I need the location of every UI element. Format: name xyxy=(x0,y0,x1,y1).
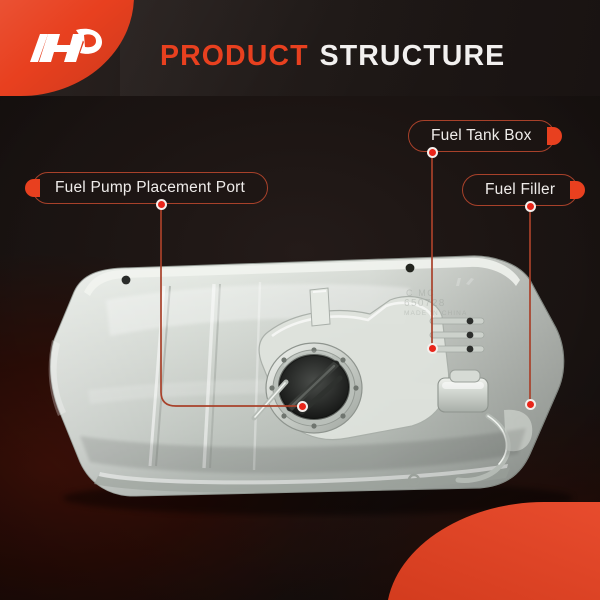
svg-text:650728: 650728 xyxy=(404,298,446,309)
ap-logo-icon xyxy=(24,22,110,74)
callout-fuel-tank-box[interactable]: Fuel Tank Box xyxy=(408,120,562,152)
svg-text:MADE IN CHINA: MADE IN CHINA xyxy=(404,310,467,317)
svg-text:C MC: C MC xyxy=(406,288,435,298)
callout-fuel-pump-placement-port[interactable]: Fuel Pump Placement Port xyxy=(25,172,269,204)
header-bar: PRODUCT STRUCTURE xyxy=(0,0,600,96)
marker-fuel-pump-port xyxy=(297,401,308,412)
callout-node-fuel-tank-box xyxy=(427,147,438,158)
callout-node-fuel-filler xyxy=(525,201,536,212)
header-sheen xyxy=(120,0,600,96)
marker-fuel-filler xyxy=(525,399,536,410)
callout-label-fuel-tank-box: Fuel Tank Box xyxy=(431,127,532,144)
callout-arrow-tab-left xyxy=(25,179,40,197)
title-product: PRODUCT xyxy=(160,39,309,72)
callout-arrow-tab-right xyxy=(570,181,586,199)
connector-fuel-pump xyxy=(160,204,300,407)
marker-fuel-tank-box xyxy=(427,343,438,354)
title-structure: STRUCTURE xyxy=(319,39,506,72)
callout-node-fuel-pump xyxy=(156,199,167,210)
callout-label-fuel-filler: Fuel Filler xyxy=(485,181,556,198)
product-photo: C MC 650728 MADE IN CHINA xyxy=(18,240,590,520)
callout-label-fuel-pump: Fuel Pump Placement Port xyxy=(55,179,246,196)
callout-fuel-filler[interactable]: Fuel Filler xyxy=(462,174,586,206)
callout-arrow-tab-right xyxy=(546,127,562,145)
page-title: PRODUCT STRUCTURE xyxy=(160,36,505,76)
